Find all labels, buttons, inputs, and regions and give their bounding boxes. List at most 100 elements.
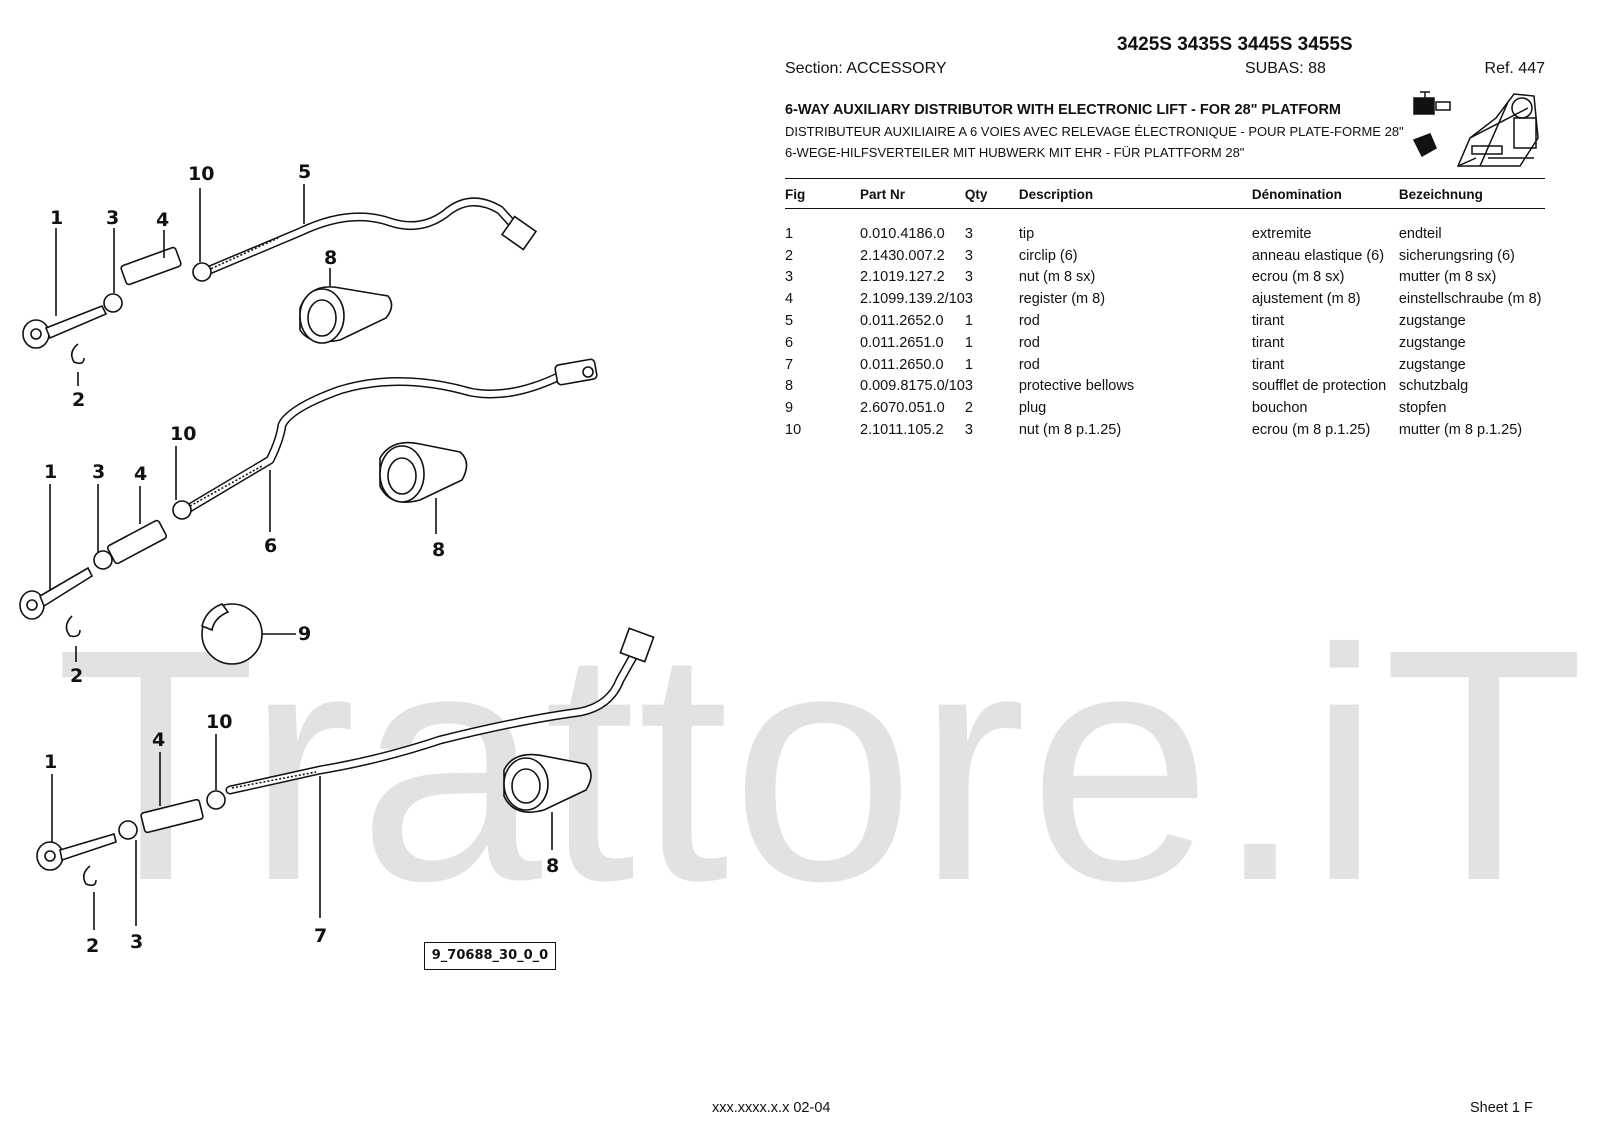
cell-qty: 3 bbox=[964, 291, 973, 308]
cell-fig: 7 bbox=[785, 356, 794, 373]
footer-code: xxx.xxxx.x.x 02-04 bbox=[712, 1100, 831, 1116]
callout-10-middle: 10 bbox=[170, 423, 196, 445]
col-qty: Qty bbox=[964, 178, 1019, 209]
callout-6: 6 bbox=[264, 535, 277, 557]
cell-part-nr: 0.011.2652.0 bbox=[860, 313, 944, 330]
col-bezeichnung: Bezeichnung bbox=[1398, 178, 1545, 209]
cell-bezeichnung: zugstange bbox=[1398, 313, 1466, 330]
cell-denomination: tirant bbox=[1251, 356, 1285, 373]
callout-1-bottom: 1 bbox=[44, 751, 57, 773]
cell-description: nut (m 8 sx) bbox=[1018, 269, 1096, 286]
model-list: 3425S 3435S 3445S 3455S bbox=[1117, 34, 1353, 55]
callout-1-top: 1 bbox=[50, 207, 63, 229]
cell-description: register (m 8) bbox=[1018, 291, 1106, 308]
cell-bezeichnung: mutter (m 8 sx) bbox=[1398, 269, 1497, 286]
cell-fig: 1 bbox=[785, 225, 794, 242]
cell-description: protective bellows bbox=[1018, 378, 1135, 395]
page-title-fr: DISTRIBUTEUR AUXILIAIRE A 6 VOIES AVEC R… bbox=[785, 124, 1404, 139]
col-fig: Fig bbox=[785, 178, 860, 209]
callout-1-middle: 1 bbox=[44, 461, 57, 483]
cell-denomination: extremite bbox=[1251, 225, 1312, 242]
cell-denomination: tirant bbox=[1251, 313, 1285, 330]
cell-denomination: soufflet de protection bbox=[1251, 378, 1387, 395]
cell-bezeichnung: einstellschraube (m 8) bbox=[1398, 291, 1542, 308]
cell-bezeichnung: endteil bbox=[1398, 225, 1442, 242]
callout-5: 5 bbox=[298, 161, 311, 183]
cell-fig: 9 bbox=[785, 400, 794, 417]
table-row: 5 0.011.2652.0 1 rod tirant zugstange bbox=[785, 310, 1545, 332]
callout-8-top: 8 bbox=[324, 247, 337, 269]
table-row: 3 2.1019.127.2 3 nut (m 8 sx) ecrou (m 8 sx)… bbox=[785, 267, 1545, 289]
cell-qty: 1 bbox=[964, 313, 973, 330]
cell-part-nr: 0.011.2650.0 bbox=[860, 356, 944, 373]
callout-10-bottom: 10 bbox=[206, 711, 232, 733]
callout-2-bottom: 2 bbox=[86, 935, 99, 957]
cell-bezeichnung: zugstange bbox=[1398, 356, 1466, 373]
cell-denomination: bouchon bbox=[1251, 400, 1308, 417]
drawing-code-box: 9_70688_30_0_0 bbox=[424, 942, 556, 970]
callout-3-bottom: 3 bbox=[130, 931, 143, 953]
cell-fig: 8 bbox=[785, 378, 794, 395]
assembly-middle: 10 1 3 4 6 8 9 2 bbox=[19, 358, 598, 687]
cell-description: rod bbox=[1018, 356, 1040, 373]
table-row: 7 0.011.2650.0 1 rod tirant zugstange bbox=[785, 354, 1545, 376]
callout-8-middle: 8 bbox=[432, 539, 445, 561]
cell-part-nr: 0.011.2651.0 bbox=[860, 334, 944, 351]
watermark: Trattore.iT bbox=[55, 580, 1587, 949]
table-row: 1 0.010.4186.0 3 tip extremite endteil bbox=[785, 223, 1545, 245]
cell-qty: 3 bbox=[964, 422, 973, 439]
cell-description: circlip (6) bbox=[1018, 247, 1078, 264]
subas-label: SUBAS: 88 bbox=[1245, 60, 1326, 77]
cell-part-nr: 0.010.4186.0 bbox=[860, 225, 945, 242]
cell-qty: 3 bbox=[964, 247, 973, 264]
plug-9 bbox=[201, 603, 263, 665]
callout-3-top: 3 bbox=[106, 207, 119, 229]
col-description: Description bbox=[1018, 178, 1252, 209]
cell-qty: 1 bbox=[964, 356, 973, 373]
cell-fig: 4 bbox=[785, 291, 794, 308]
cell-part-nr: 2.1011.105.2 bbox=[860, 422, 944, 439]
cell-bezeichnung: schutzbalg bbox=[1398, 378, 1469, 395]
callout-4-bottom: 4 bbox=[152, 729, 165, 751]
callout-9: 9 bbox=[298, 623, 311, 645]
cell-denomination: ecrou (m 8 sx) bbox=[1251, 269, 1345, 286]
cell-qty: 3 bbox=[964, 225, 973, 242]
cell-qty: 1 bbox=[964, 334, 973, 351]
cell-qty: 3 bbox=[964, 269, 973, 286]
callout-8-bottom: 8 bbox=[546, 855, 559, 877]
cell-part-nr: 2.1019.127.2 bbox=[860, 269, 945, 286]
cell-description: tip bbox=[1018, 225, 1035, 242]
callout-2-middle: 2 bbox=[70, 665, 83, 687]
callout-3-middle: 3 bbox=[92, 461, 105, 483]
bellows-middle bbox=[379, 441, 468, 503]
cell-fig: 5 bbox=[785, 313, 794, 330]
cell-qty: 2 bbox=[964, 400, 973, 417]
cell-fig: 3 bbox=[785, 269, 794, 286]
table-header-row: Fig Part Nr Qty Description Dénomination… bbox=[785, 178, 1545, 209]
assembly-bottom: 10 4 1 8 7 2 3 bbox=[36, 627, 655, 957]
assembly-top: 1 3 4 10 5 8 2 bbox=[22, 161, 538, 411]
cell-denomination: tirant bbox=[1251, 334, 1285, 351]
cell-bezeichnung: zugstange bbox=[1398, 334, 1466, 351]
table-row: 6 0.011.2651.0 1 rod tirant zugstange bbox=[785, 332, 1545, 354]
cell-description: nut (m 8 p.1.25) bbox=[1018, 422, 1122, 439]
cell-description: plug bbox=[1018, 400, 1047, 417]
callout-4-top: 4 bbox=[156, 209, 169, 231]
cell-part-nr: 0.009.8175.0/10 bbox=[860, 378, 965, 395]
callout-7: 7 bbox=[314, 925, 327, 947]
footer-sheet: Sheet 1 F bbox=[1470, 1100, 1533, 1116]
col-part-nr: Part Nr bbox=[860, 178, 965, 209]
cell-description: rod bbox=[1018, 313, 1040, 330]
page-title-de: 6-WEGE-HILFSVERTEILER MIT HUBWERK MIT EH… bbox=[785, 145, 1245, 160]
callout-4-middle: 4 bbox=[134, 463, 147, 485]
cell-part-nr: 2.6070.051.0 bbox=[860, 400, 945, 417]
cell-description: rod bbox=[1018, 334, 1040, 351]
cell-fig: 10 bbox=[785, 422, 802, 439]
bellows-bottom bbox=[503, 753, 592, 813]
section-label: Section: ACCESSORY bbox=[785, 60, 947, 77]
cell-fig: 6 bbox=[785, 334, 794, 351]
